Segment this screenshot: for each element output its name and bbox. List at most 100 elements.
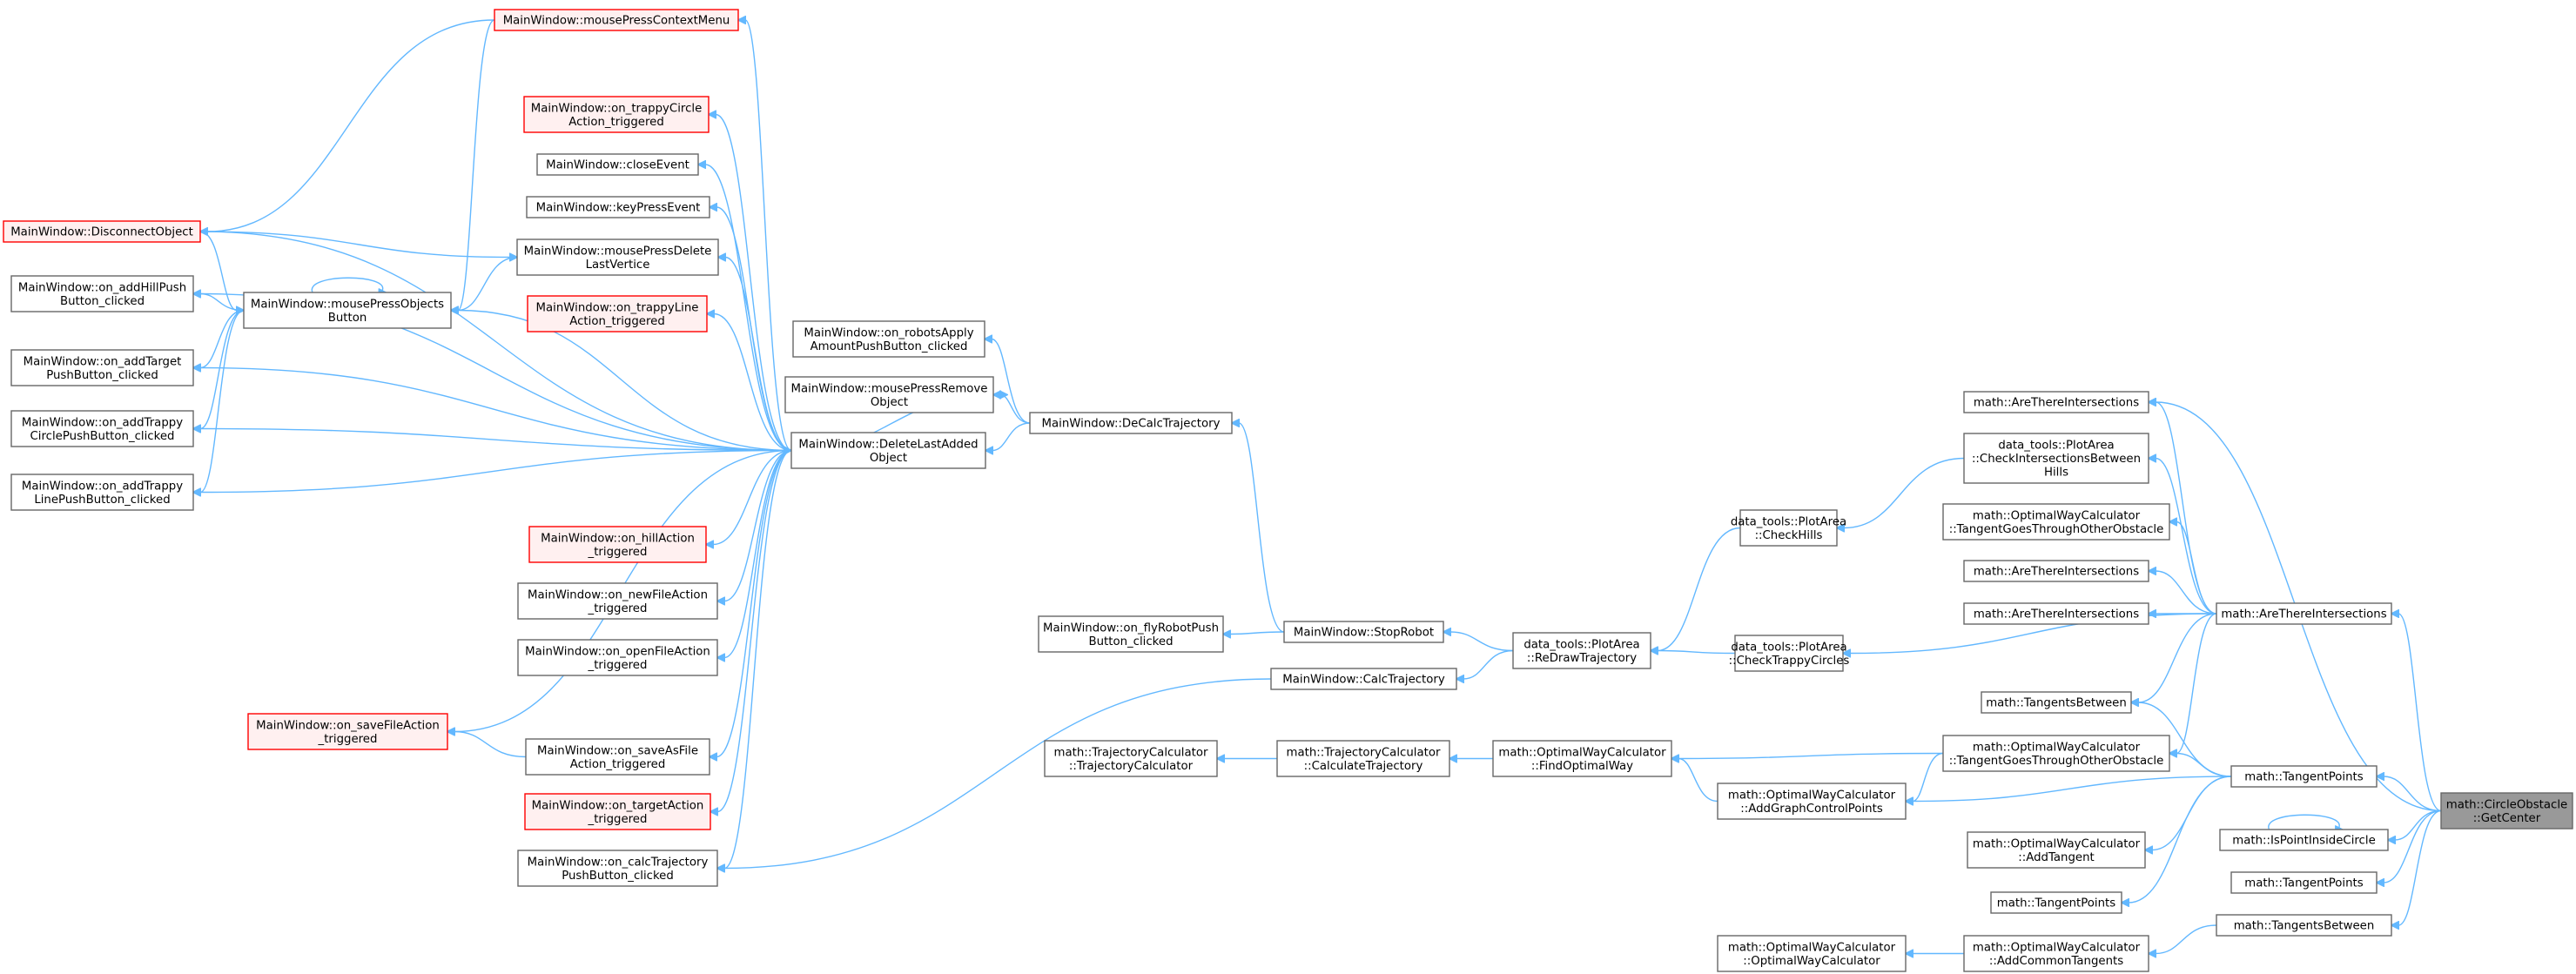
edge-tangPoints1-tangPointsMain (2129, 776, 2232, 903)
node-saveFile[interactable]: MainWindow::on_saveFileAction_triggered (247, 713, 448, 750)
node-openFile[interactable]: MainWindow::on_openFileAction_triggered (517, 639, 718, 676)
node-getCenter[interactable]: math::CircleObstacle::GetCenter (2440, 792, 2573, 830)
node-tgtObst2[interactable]: math::OptimalWayCalculator::TangentGoesT… (1942, 735, 2170, 772)
node-box-checkTrappy (1734, 635, 1844, 672)
node-checkHills[interactable]: data_tools::PlotArea::CheckHills (1731, 509, 1846, 547)
node-label-ati1: math::AreThereIntersections (1974, 397, 2139, 410)
node-reDraw[interactable]: data_tools::PlotArea::ReDrawTrajectory (1512, 632, 1651, 669)
node-box-pressRemove (784, 376, 994, 413)
edge-tgtObst2-tangPointsMain (2176, 754, 2232, 777)
node-label-checkInterHills: ::CheckIntersectionsBetween (1972, 453, 2141, 466)
node-ctxmenu[interactable]: MainWindow::mousePressContextMenu (494, 9, 739, 31)
edge-deleteLast-disconnect (199, 231, 784, 451)
edge-addCommonTang-tangBetweenMain (2156, 924, 2217, 954)
node-calcTrajBtn[interactable]: MainWindow::on_calcTrajectoryPushButton_… (517, 850, 718, 887)
node-hillAction[interactable]: MainWindow::on_hillAction_triggered (528, 526, 707, 563)
node-findOptimal[interactable]: math::OptimalWayCalculator::FindOptimalW… (1492, 740, 1672, 777)
node-box-checkHills (1739, 509, 1838, 547)
node-box-ati3 (1963, 602, 2149, 625)
node-label-addTrappyLine: LinePushButton_clicked (34, 494, 170, 507)
node-label-findOptimal: ::FindOptimalWay (1531, 760, 1633, 773)
node-addGraphCP[interactable]: math::OptimalWayCalculator::AddGraphCont… (1717, 783, 1907, 820)
edge-deCalc-stopRobot (1239, 423, 1285, 633)
node-tangPointsMain[interactable]: math::TangentPoints (2230, 765, 2378, 788)
node-label-ati2: math::AreThereIntersections (1974, 566, 2139, 579)
node-label-checkInterHills: data_tools::PlotArea (1998, 440, 2114, 453)
edge-robotsApply-deCalc (992, 339, 1031, 424)
node-label-calcTrajBtn: MainWindow::on_calcTrajectory (528, 856, 709, 869)
node-label-deCalc: MainWindow::DeCalcTrajectory (1042, 418, 1221, 431)
node-addTangent[interactable]: math::OptimalWayCalculator::AddTangent (1967, 831, 2146, 869)
node-label-deleteLast: Object (870, 452, 907, 465)
node-checkTrappy[interactable]: data_tools::PlotArea::CheckTrappyCircles (1729, 635, 1850, 672)
node-tangBetweenMain[interactable]: math::TangentsBetween (2216, 914, 2392, 937)
node-label-openFile: MainWindow::on_openFileAction (525, 645, 710, 658)
node-label-hillAction: MainWindow::on_hillAction (541, 532, 695, 545)
node-label-calcTrajBtn: PushButton_clicked (562, 870, 674, 883)
edge-pressRemove-deCalc (1000, 395, 1031, 424)
node-label-saveFile: _triggered (318, 733, 378, 746)
node-label-addTrappyCircle: CirclePushButton_clicked (30, 430, 175, 443)
node-label-checkTrappy: data_tools::PlotArea (1731, 641, 1846, 654)
node-tangPoints1[interactable]: math::TangentPoints (1990, 891, 2122, 914)
edge-deleteLast-deCalc (992, 422, 1031, 451)
node-addTrappyCircle[interactable]: MainWindow::on_addTrappyCirclePushButton… (10, 410, 194, 447)
edge-pressObjects-ctxmenu (458, 19, 495, 311)
node-robotsApply[interactable]: MainWindow::on_robotsApplyAmountPushButt… (792, 320, 985, 358)
node-box-tangPointsMain (2230, 765, 2378, 788)
node-addCommonTang[interactable]: math::OptimalWayCalculator::AddCommonTan… (1963, 935, 2149, 972)
node-calcTraj[interactable]: MainWindow::CalcTrajectory (1270, 668, 1457, 690)
edge-pressObjects-deleteLast (458, 311, 792, 452)
node-addTrappyLine[interactable]: MainWindow::on_addTrappyLinePushButton_c… (10, 474, 194, 511)
node-tangPoints2[interactable]: math::TangentPoints (2230, 871, 2378, 894)
edge-closeEvent-deleteLast (705, 165, 792, 452)
node-box-openFile (517, 639, 718, 676)
node-atiMain[interactable]: math::AreThereIntersections (2216, 602, 2392, 625)
node-label-calcTraj: MainWindow::CalcTrajectory (1282, 674, 1445, 687)
node-checkInterHills[interactable]: data_tools::PlotArea::CheckIntersections… (1963, 433, 2149, 484)
edge-saveFile-saveAs (454, 732, 527, 758)
edges-layer (199, 19, 2442, 954)
node-trappycircle[interactable]: MainWindow::on_trappyCircleAction_trigge… (523, 96, 710, 133)
node-box-ati1 (1963, 391, 2149, 413)
node-label-findOptimal: math::OptimalWayCalculator (1498, 746, 1666, 759)
node-tgtObst1[interactable]: math::OptimalWayCalculator::TangentGoesT… (1942, 503, 2170, 541)
node-box-deleteLast (790, 432, 986, 469)
node-isInside[interactable]: math::IsPointInsideCircle (2219, 829, 2389, 851)
node-keyPress[interactable]: MainWindow::keyPressEvent (526, 196, 710, 218)
edge-atiMain-getCenter (2398, 614, 2442, 812)
node-ati3[interactable]: math::AreThereIntersections (1963, 602, 2149, 625)
node-label-pressObjects: MainWindow::mousePressObjects (251, 298, 444, 311)
node-label-addTarget: PushButton_clicked (46, 369, 158, 382)
edge-openFile-deleteLast (724, 449, 792, 658)
node-label-deleteLast: MainWindow::DeleteLastAdded (798, 438, 978, 451)
node-ati1[interactable]: math::AreThereIntersections (1963, 391, 2149, 413)
node-tangBetween1[interactable]: math::TangentsBetween (1981, 691, 2132, 714)
node-newFile[interactable]: MainWindow::on_newFileAction_triggered (517, 582, 718, 620)
node-addTarget[interactable]: MainWindow::on_addTargetPushButton_click… (10, 349, 194, 386)
node-stopRobot[interactable]: MainWindow::StopRobot (1283, 621, 1444, 643)
node-saveAs[interactable]: MainWindow::on_saveAsFileAction_triggere… (525, 738, 710, 776)
node-trappyLine[interactable]: MainWindow::on_trappyLineAction_triggere… (527, 295, 708, 333)
edge-pressDelete-deleteLast (725, 258, 792, 452)
node-tcCtor[interactable]: math::TrajectoryCalculator::TrajectoryCa… (1044, 740, 1218, 777)
node-box-flyRobot (1038, 615, 1224, 653)
node-closeEvent[interactable]: MainWindow::closeEvent (536, 153, 699, 176)
node-label-robotsApply: MainWindow::on_robotsApply (804, 326, 973, 339)
node-disconnect[interactable]: MainWindow::DisconnectObject (3, 220, 201, 243)
node-label-addTangent: math::OptimalWayCalculator (1973, 837, 2141, 850)
node-label-tangPoints2: math::TangentPoints (2244, 877, 2363, 890)
node-tcCalc[interactable]: math::TrajectoryCalculator::CalculateTra… (1276, 740, 1450, 777)
node-owcCtor[interactable]: math::OptimalWayCalculator::OptimalWayCa… (1717, 935, 1907, 972)
node-deCalc[interactable]: MainWindow::DeCalcTrajectory (1029, 412, 1233, 434)
node-targetAction[interactable]: MainWindow::on_targetAction_triggered (524, 793, 711, 830)
node-flyRobot[interactable]: MainWindow::on_flyRobotPushButton_clicke… (1038, 615, 1224, 653)
node-ati2[interactable]: math::AreThereIntersections (1963, 560, 2149, 582)
node-box-tangPoints2 (2230, 871, 2378, 894)
node-label-openFile: _triggered (588, 659, 648, 672)
